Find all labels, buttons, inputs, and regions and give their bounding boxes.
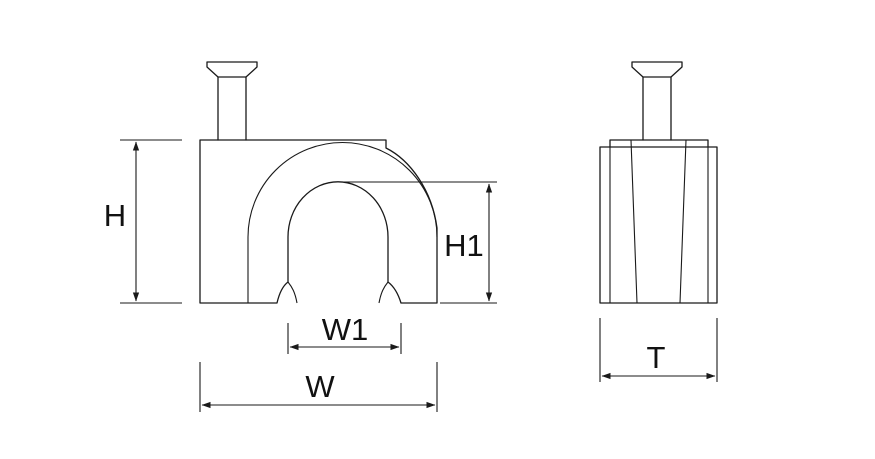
dimension-h: H [104,139,182,304]
side-view [599,61,718,304]
front-clip-body [199,139,438,304]
label-h: H [104,198,126,233]
side-nail-shank [642,76,672,141]
front-left-foot [287,281,298,304]
front-nail-shank [217,76,247,141]
side-clip-top [609,139,709,148]
front-nail-head [206,61,258,78]
side-clip-grooves [609,139,709,304]
label-t: T [647,340,666,375]
dimension-w1: W1 [287,312,402,354]
label-h1: H1 [444,228,484,263]
dimension-h1: H1 [340,181,497,304]
front-outer-arch [247,142,438,303]
front-right-foot [378,281,389,304]
label-w1: W1 [322,312,369,347]
side-nail-head [631,61,683,78]
label-w: W [305,369,335,404]
dimension-w: W [199,362,438,412]
side-clip-body [599,146,718,304]
dimension-t: T [599,318,718,382]
front-view [199,61,438,304]
